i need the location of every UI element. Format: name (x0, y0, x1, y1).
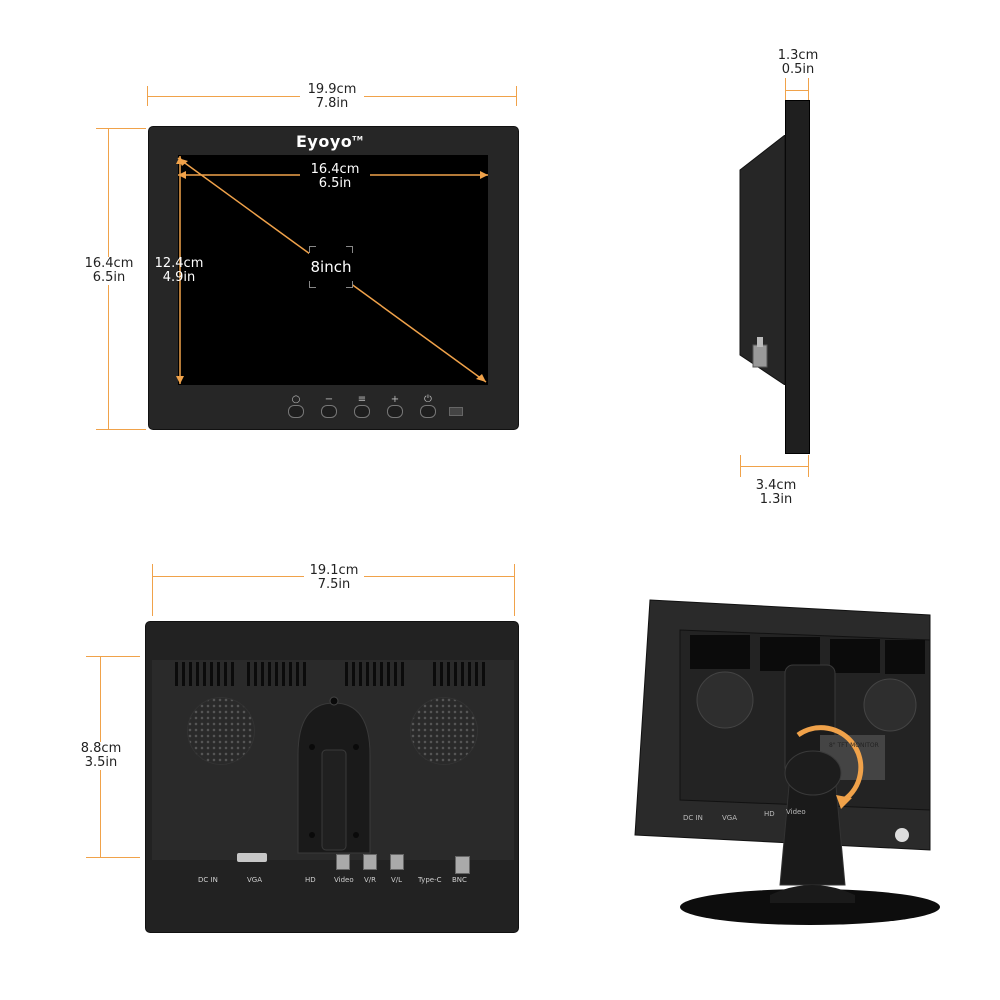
minus-button[interactable] (321, 405, 337, 418)
source-button[interactable] (288, 405, 304, 418)
source-icon: ○ (291, 394, 301, 405)
menu-icon: ≡ (357, 394, 367, 405)
back-vents (175, 662, 485, 686)
port-label-video: Video (334, 876, 354, 884)
port-label-vr: V/R (364, 876, 377, 884)
plus-button[interactable] (387, 405, 403, 418)
side-housing (739, 135, 786, 385)
right-speaker-grille (410, 697, 478, 765)
mount-plate (297, 696, 371, 854)
video-port (336, 854, 350, 870)
left-speaker-grille (187, 697, 255, 765)
power-icon: ⏻ (424, 394, 432, 405)
plus-icon: + (390, 394, 400, 405)
menu-button[interactable] (354, 405, 370, 418)
ir-sensor (449, 407, 463, 416)
brand-logo: EyoyoTM (296, 132, 364, 151)
stand-port-label-dcin: DC IN (683, 814, 703, 822)
vr-port (363, 854, 377, 870)
monitor-on-stand (634, 599, 940, 925)
port-label-bnc: BNC (452, 876, 467, 884)
power-button[interactable] (420, 405, 436, 418)
bnc-port (455, 856, 470, 874)
stand-port-label-video: Video (786, 808, 806, 816)
port-label-vl: V/L (391, 876, 403, 884)
diagonal-label: 8inch (310, 258, 352, 276)
port-label-vga: VGA (247, 876, 263, 884)
side-bezel (785, 100, 810, 454)
vl-port (390, 854, 404, 870)
minus-icon: − (324, 394, 334, 405)
port-label-dcin: DC IN (198, 876, 218, 884)
diagonal-label-box: 8inch (309, 246, 353, 288)
stand-port-label-vga: VGA (722, 814, 738, 822)
stand-port-label-hd: HD (764, 810, 775, 818)
port-label-typec: Type-C (418, 876, 442, 884)
vga-port (237, 853, 267, 862)
port-label-hd: HD (305, 876, 316, 884)
stand-sticker: 8" TFT MONITOR (829, 742, 879, 749)
